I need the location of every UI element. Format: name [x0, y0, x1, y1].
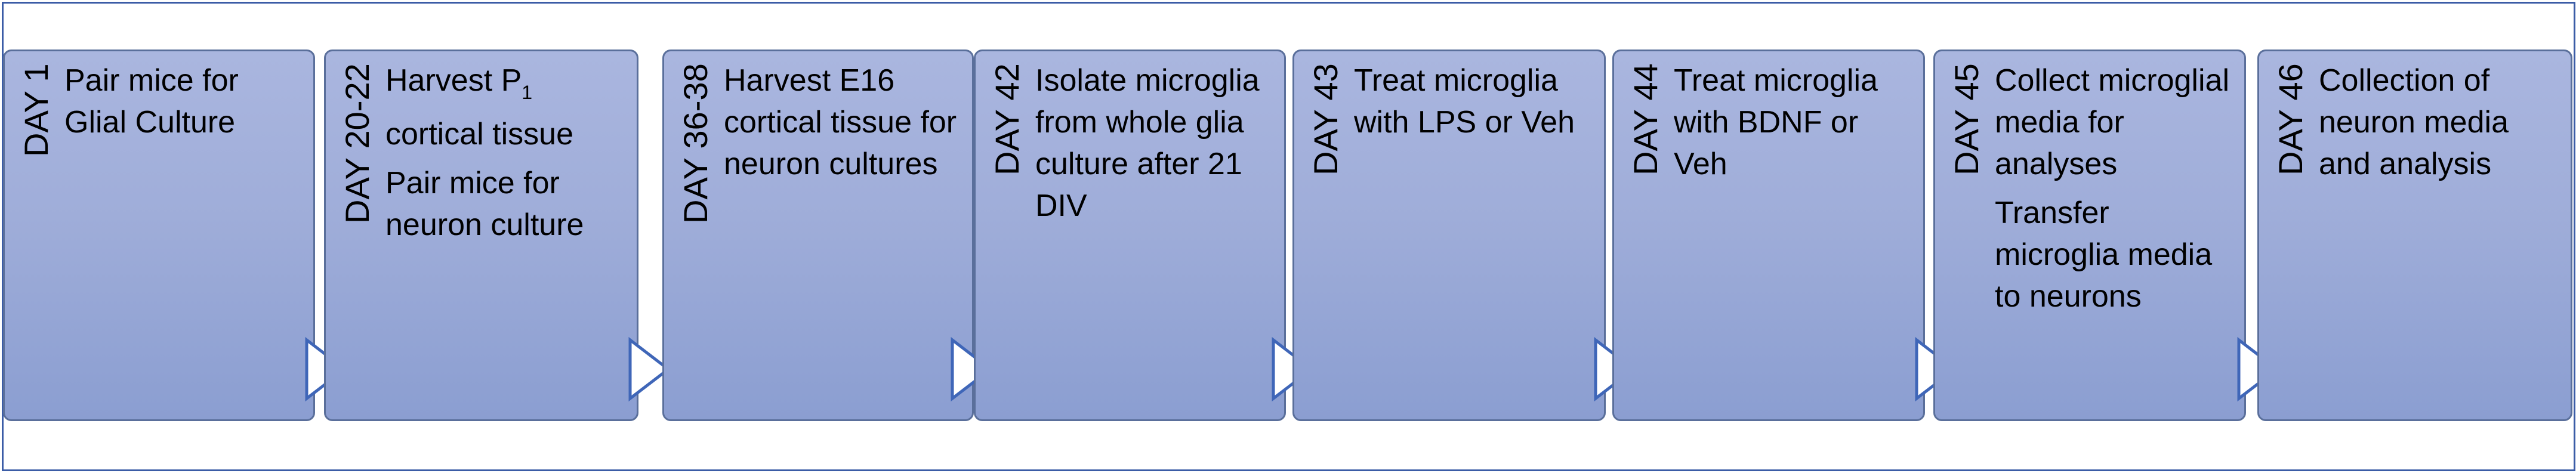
step-text-line: Collect microglial media for analyses	[1995, 63, 2229, 181]
step-day-43: DAY 43 Treat microglia with LPS or Veh	[1292, 50, 1606, 421]
step-day-36-38: DAY 36-38 Harvest E16 cortical tissue fo…	[662, 50, 974, 421]
step-text-line: Harvest E16 cortical tissue for neuron c…	[724, 63, 957, 181]
step-day-label: DAY 36-38	[677, 63, 714, 224]
step-text-line: Harvest P1 cortical tissue	[385, 60, 631, 155]
step-day-1: DAY 1 Pair mice for Glial Culture	[3, 50, 315, 421]
step-day-45: DAY 45 Collect microglial media for anal…	[1933, 50, 2246, 421]
step-text-line: Transfer microglia media to neurons	[1995, 196, 2213, 314]
step-day-label: DAY 20-22	[338, 63, 376, 224]
step-day-44: DAY 44 Treat microglia with BDNF or Veh	[1612, 50, 1925, 421]
subscript: 1	[522, 82, 533, 103]
step-description: Treat microglia with LPS or Veh	[1354, 60, 1598, 150]
step-day-label: DAY 42	[988, 63, 1026, 175]
step-arrow-icon	[628, 336, 671, 402]
step-text-part: Harvest P	[385, 63, 522, 98]
step-description: Collect microglial media for analyses Tr…	[1995, 60, 2238, 324]
step-text-part: cortical tissue	[385, 117, 573, 152]
step-text-line: Collection of neuron media and analysis	[2319, 63, 2509, 181]
step-day-label: DAY 1	[17, 63, 55, 157]
step-day-label: DAY 46	[2272, 63, 2309, 175]
step-day-46: DAY 46 Collection of neuron media and an…	[2257, 50, 2572, 421]
step-description: Collection of neuron media and analysis	[2319, 60, 2565, 192]
step-description: Treat microglia with BDNF or Veh	[1674, 60, 1917, 192]
step-day-label: DAY 44	[1627, 63, 1664, 175]
step-arrow-icon	[951, 336, 994, 402]
step-day-label: DAY 45	[1948, 63, 1985, 175]
step-description: Pair mice for Glial Culture	[64, 60, 307, 150]
step-text-line: Pair mice for neuron culture	[385, 166, 584, 242]
step-text-line: Treat microglia with LPS or Veh	[1354, 63, 1575, 140]
step-day-42: DAY 42 Isolate microglia from whole glia…	[974, 50, 1286, 421]
step-description: Harvest P1 cortical tissue Pair mice for …	[385, 60, 631, 253]
step-text-line: Isolate microglia from whole glia cultur…	[1035, 63, 1260, 223]
step-text-line: Treat microglia with BDNF or Veh	[1674, 63, 1878, 181]
step-day-label: DAY 43	[1307, 63, 1344, 175]
step-description: Isolate microglia from whole glia cultur…	[1035, 60, 1278, 234]
step-description: Harvest E16 cortical tissue for neuron c…	[724, 60, 966, 192]
step-day-20-22: DAY 20-22 Harvest P1 cortical tissue Pair…	[324, 50, 638, 421]
step-text-line: Pair mice for Glial Culture	[64, 63, 239, 140]
